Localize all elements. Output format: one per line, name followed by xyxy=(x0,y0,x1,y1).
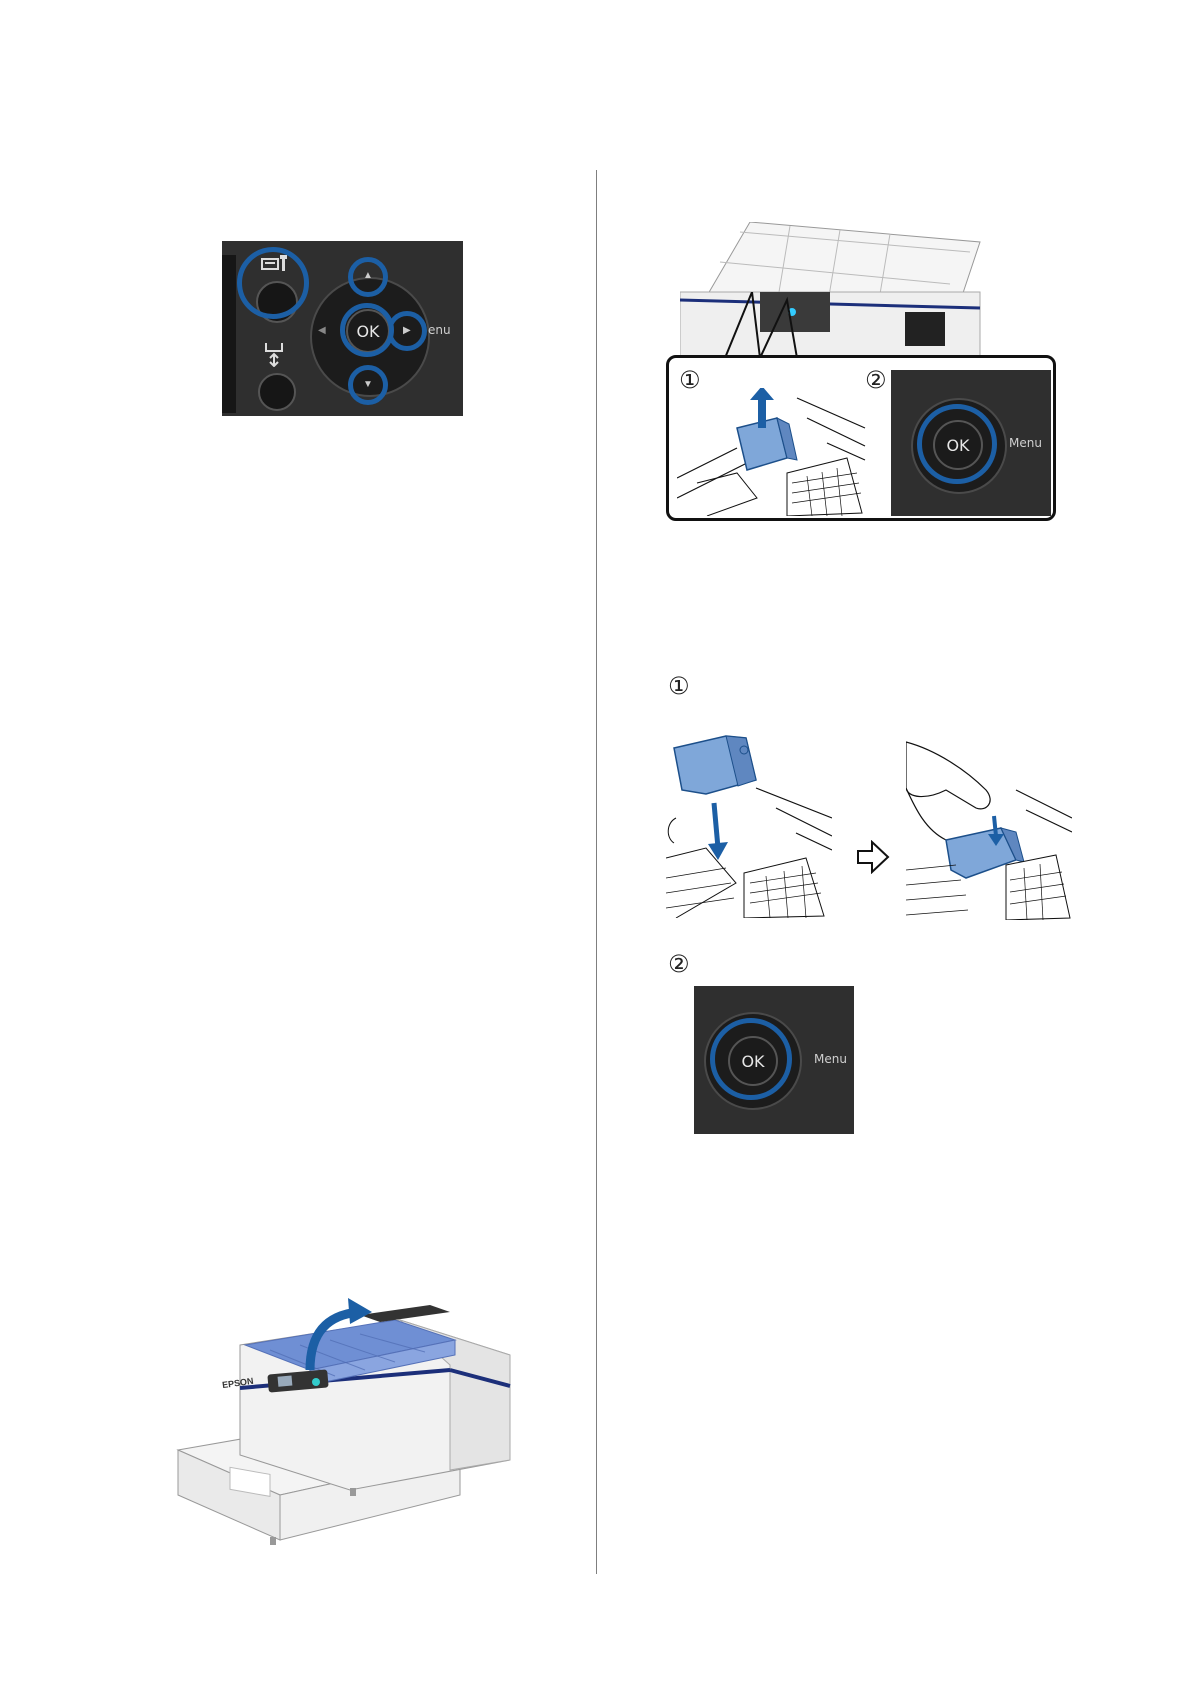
install-illustration-insert xyxy=(666,708,832,918)
callout-connector xyxy=(725,292,805,358)
down-button[interactable]: ▼ xyxy=(363,379,373,390)
install-step-2: ② xyxy=(668,950,690,978)
callout-step-2: ② xyxy=(865,366,887,394)
install-ok-highlight xyxy=(710,1018,792,1100)
arrow-right-icon xyxy=(856,840,890,874)
menu-label: enu xyxy=(428,323,451,337)
column-divider xyxy=(596,170,597,1574)
install-step-1: ① xyxy=(668,672,690,700)
printer-illustration: EPSON xyxy=(160,1290,530,1550)
callout-menu-label: Menu xyxy=(1009,436,1042,450)
install-illustration-press xyxy=(906,740,1072,920)
install-ok-panel: OK Menu xyxy=(694,986,854,1134)
right-button[interactable]: ▶ xyxy=(403,325,411,336)
removal-illustration xyxy=(677,388,867,516)
callout-ok-highlight xyxy=(917,404,997,484)
callout-box: ① ② OK Menu xyxy=(666,355,1056,521)
control-panel-image: ▲ ▼ ▶ ◀ OK enu xyxy=(222,241,463,416)
ok-button-highlight xyxy=(340,303,394,357)
install-menu-label: Menu xyxy=(814,1052,847,1066)
paper-feed-icon xyxy=(264,341,284,367)
paper-feed-button[interactable] xyxy=(258,373,296,411)
maintenance-icon xyxy=(260,255,290,275)
up-button[interactable]: ▲ xyxy=(363,270,373,281)
left-button[interactable]: ◀ xyxy=(318,325,326,336)
callout-ok-panel: OK Menu xyxy=(891,370,1051,516)
